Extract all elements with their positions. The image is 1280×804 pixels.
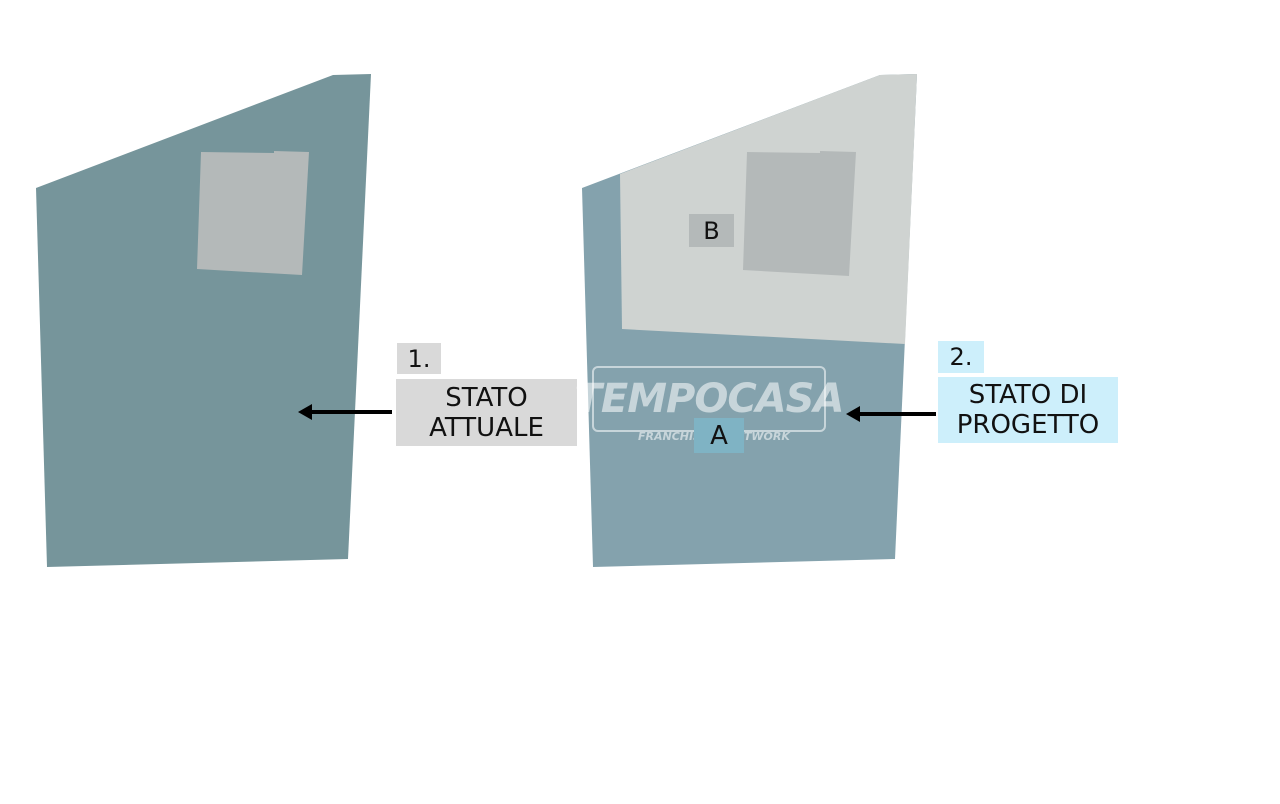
current-lot-shape	[36, 74, 371, 567]
zone-b-tag: B	[689, 214, 734, 247]
arrow-current-head	[298, 404, 312, 420]
current-building-shape	[197, 151, 309, 275]
project-building-shape	[743, 151, 856, 276]
project-state-number-tag: 2.	[938, 341, 984, 373]
current-state-number: 1.	[407, 344, 431, 373]
project-state-title-line2: PROGETTO	[956, 410, 1100, 440]
current-state-title-line2: ATTUALE	[429, 412, 544, 443]
zone-b-label: B	[703, 216, 720, 245]
project-state-title-line1: STATO DI	[968, 380, 1088, 410]
current-state-title-tag: STATO ATTUALE	[396, 379, 577, 446]
watermark-brand: TEMPOCASA	[574, 376, 845, 422]
zone-a-tag: A	[694, 418, 744, 453]
arrow-project-head	[846, 406, 860, 422]
project-state-number: 2.	[949, 343, 973, 371]
current-state-number-tag: 1.	[397, 343, 441, 374]
project-state-title-tag: STATO DI PROGETTO	[938, 377, 1118, 443]
current-state-title-line1: STATO	[445, 382, 528, 413]
zone-a-label: A	[710, 420, 728, 451]
